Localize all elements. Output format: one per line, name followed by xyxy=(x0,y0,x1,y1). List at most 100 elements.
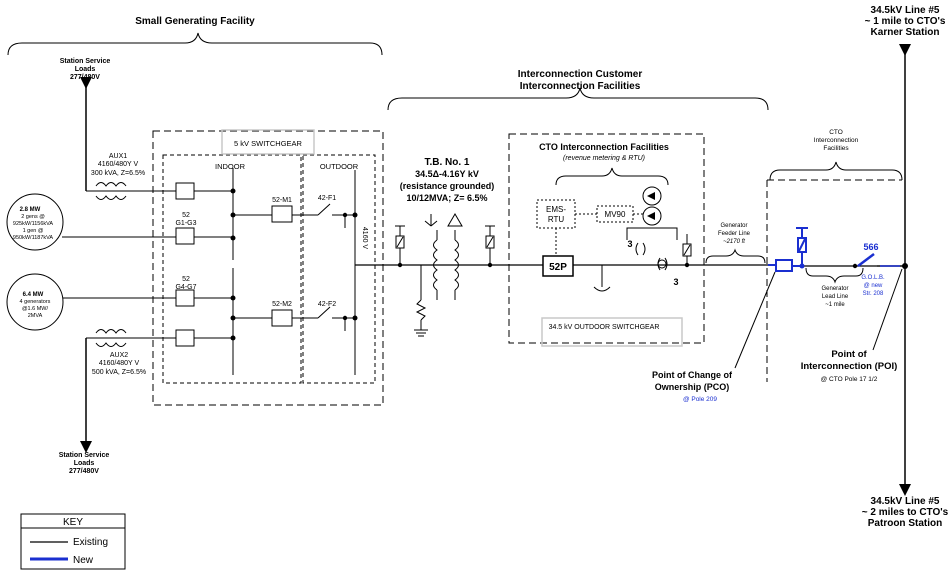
cto-if-right-3: Facilities xyxy=(823,145,849,152)
aux1-transformer-icon xyxy=(95,182,127,200)
key-existing-label: Existing xyxy=(73,537,108,548)
golb-1: G.O.L.B. xyxy=(861,275,885,281)
gen2-label-1: 6.4 MW xyxy=(23,292,44,298)
ss-top-3: 277/480V xyxy=(70,74,100,81)
outdoor-switchgear-box xyxy=(541,317,683,347)
breaker-52m2 xyxy=(271,309,293,327)
indoor-label: INDOOR xyxy=(215,162,246,171)
switch-42f2 xyxy=(317,306,331,319)
breaker-52p xyxy=(542,255,574,277)
aux1-label-3: 300 kVA, Z=6.5% xyxy=(91,170,145,177)
gen-lead-2: Lead Line xyxy=(822,294,849,300)
pco-label-3: @ Pole 209 xyxy=(683,396,717,403)
ems-rtu-label-2: RTU xyxy=(548,215,565,224)
main-transformer-icon xyxy=(414,213,463,337)
cto-if-right-1: CTO xyxy=(829,129,843,136)
v4160-label: 4160 V xyxy=(361,227,368,250)
ct-icon xyxy=(635,242,668,271)
tb1-label-3: (resistance grounded) xyxy=(400,181,495,191)
gen1-label-1: 2.8 MW xyxy=(20,207,41,213)
aux2-label-3: 500 kVA, Z=6.5% xyxy=(92,369,146,376)
interconnection-customer-title-1: Interconnection Customer xyxy=(518,69,643,80)
b52g1-label-1: 52 xyxy=(182,212,190,219)
poi-label-3: @ CTO Pole 17 1/2 xyxy=(821,376,878,383)
pco-fuse-icon xyxy=(775,259,793,272)
gen1-label-2: 2 gens @ xyxy=(21,214,45,220)
tb1-label-2: 34.5Δ-4.16Y kV xyxy=(415,169,479,179)
b52p-label: 52P xyxy=(549,262,567,273)
gen-feeder-1: Generator xyxy=(720,223,747,229)
poi-label-1: Point of xyxy=(831,349,867,360)
line5-bottom-2: ~ 2 miles to CTO's xyxy=(862,507,949,518)
ss-top-2: Loads xyxy=(75,66,96,73)
golb-3: Str. 208 xyxy=(863,291,884,297)
gen-feeder-3: ~2170 ft xyxy=(723,239,745,245)
generator-g1g3 xyxy=(6,193,64,251)
line5-bottom-1: 34.5kV Line #5 xyxy=(871,496,940,507)
ss-bottom-2: Loads xyxy=(74,460,95,467)
breaker-52m1 xyxy=(271,205,293,223)
gen2-label-4: 2MVA xyxy=(28,313,43,319)
ss-bottom-1: Station Service xyxy=(59,452,110,459)
f42-2-label: 42-F2 xyxy=(318,301,336,308)
breaker-aux2 xyxy=(175,329,195,347)
pco-pointer xyxy=(734,271,776,369)
mv90-label: MV90 xyxy=(605,210,626,219)
switchgear-5kv-box xyxy=(221,129,315,155)
cto-facilities-sub: (revenue metering & RTU) xyxy=(563,155,645,162)
brace-feeder xyxy=(705,248,766,264)
ct-three-label: 3 xyxy=(627,239,632,249)
brace-lead xyxy=(805,267,864,284)
ground-icon xyxy=(593,265,611,292)
b52g1-label-2: G1-G3 xyxy=(175,220,196,227)
b52m1-label: 52-M1 xyxy=(272,197,292,204)
poi-label-2: Interconnection (POI) xyxy=(801,361,898,372)
gen2-label-2: 4 generators xyxy=(20,299,51,305)
breaker-g1g3 xyxy=(175,227,195,245)
generator-g4g7 xyxy=(6,273,64,331)
aux2-label-2: 4160/480Y V xyxy=(99,360,140,367)
breaker-aux1 xyxy=(175,182,195,200)
line5-top-2: ~ 1 mile to CTO's xyxy=(865,16,946,27)
switch-566-blade xyxy=(857,253,875,267)
pt-three-label: 3 xyxy=(673,277,678,287)
f42-1-label: 42-F1 xyxy=(318,195,336,202)
switch-42f1 xyxy=(317,203,331,216)
gen2-label-3: @1.6 MW/ xyxy=(22,306,49,312)
brace-interconnection-customer xyxy=(387,87,769,111)
cto-facilities-title: CTO Interconnection Facilities xyxy=(539,142,669,152)
aux1-label-2: 4160/480Y V xyxy=(98,161,139,168)
ss-bottom-3: 277/480V xyxy=(69,468,99,475)
cto-if-right-2: Interconnection xyxy=(814,137,859,144)
brace-small-facility xyxy=(7,32,383,56)
ems-rtu-label-1: EMS- xyxy=(546,205,566,214)
line5-top-1: 34.5kV Line #5 xyxy=(871,5,940,16)
cto-facilities-box xyxy=(508,133,705,344)
pco-label-2: Ownership (PCO) xyxy=(655,382,730,392)
outdoor-label: OUTDOOR xyxy=(320,162,359,171)
ss-top-1: Station Service xyxy=(60,58,111,65)
gen-feeder-2: Feeder Line xyxy=(718,231,751,237)
tb1-label-1: T.B. No. 1 xyxy=(424,157,469,168)
brace-cto-right xyxy=(769,161,903,181)
aux2-label-1: AUX2 xyxy=(110,352,128,359)
sw566-label: 566 xyxy=(863,242,878,252)
new-arrester-icon xyxy=(796,227,808,266)
switchgear-5kv-label: 5 kV SWITCHGEAR xyxy=(234,139,303,148)
gen-lead-1: Generator xyxy=(821,286,848,292)
outdoor-box xyxy=(302,154,376,384)
key-title: KEY xyxy=(63,517,83,528)
gen1-label-4: 1 gen @ xyxy=(23,228,44,234)
golb-2: @ new xyxy=(864,283,883,289)
arrester-pt-icon xyxy=(682,234,692,265)
gen-lead-3: ~1 mile xyxy=(825,302,845,308)
line5-top-3: Karner Station xyxy=(871,27,940,38)
pco-label-1: Point of Change of xyxy=(652,370,733,380)
aux2-transformer-icon xyxy=(95,329,127,347)
tb1-label-4: 10/12MVA; Z= 6.5% xyxy=(406,193,487,203)
b52g4-label-2: G4-G7 xyxy=(175,284,196,291)
small-facility-box xyxy=(152,130,384,406)
interconnection-customer-title-2: Interconnection Facilities xyxy=(520,81,641,92)
